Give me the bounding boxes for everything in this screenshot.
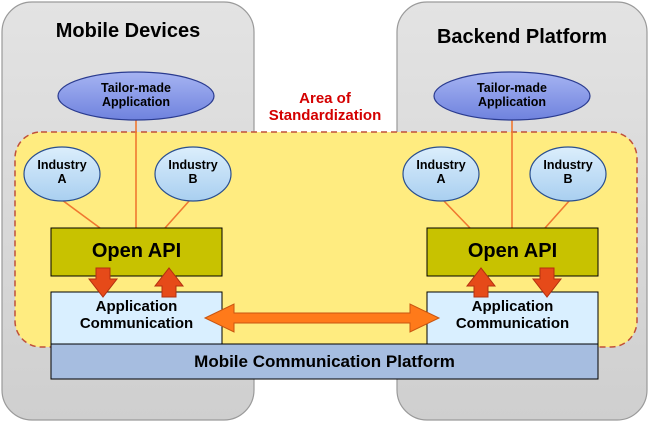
right-tailor-made-label: Tailor-made Application	[434, 81, 590, 110]
left-tailor-made-line1: Tailor-made	[101, 81, 171, 95]
right-industry-b-connector	[544, 199, 571, 229]
left-industry-b-line1: Industry	[168, 158, 218, 172]
right-open-api-box	[426, 227, 599, 277]
left-app-comm-label: Application Communication	[51, 298, 222, 333]
right-app-comm-label: Application Communication	[427, 298, 598, 333]
right-industry-b-line2: B	[563, 172, 573, 187]
right-tailor-made-line1: Tailor-made	[477, 81, 547, 95]
right-industry-b-line1: Industry	[543, 158, 593, 172]
left-industry-a-line2: A	[57, 172, 67, 187]
right-industry-a-oval	[402, 146, 480, 202]
right-down-arrow	[531, 267, 563, 298]
right-open-api-label: Open API	[467, 240, 558, 262]
left-tailor-made-label: Tailor-made Application	[58, 81, 214, 110]
right-industry-a-line2: A	[436, 172, 446, 187]
left-industry-b-connector	[164, 199, 191, 229]
right-tailor-made-oval	[433, 71, 591, 121]
right-up-arrow	[465, 267, 497, 298]
left-app-comm-line1: Application	[95, 298, 178, 315]
platform-bar	[50, 343, 599, 380]
left-industry-b-label: Industry B	[155, 158, 231, 187]
right-app-comm-line1: Application	[471, 298, 554, 315]
connector-lines	[61, 120, 571, 229]
right-industry-b-label: Industry B	[530, 158, 606, 187]
left-up-arrow	[153, 267, 185, 298]
left-industry-b-oval	[154, 146, 232, 202]
mobile-devices-title: Mobile Devices	[55, 20, 201, 42]
left-app-comm-box	[50, 291, 223, 347]
left-tailor-made-line2: Application	[101, 95, 171, 110]
right-industry-a-connector	[442, 199, 471, 229]
left-industry-a-connector	[61, 199, 101, 229]
left-industry-a-line1: Industry	[37, 158, 87, 172]
standardization-label-line1: Area of	[299, 90, 351, 107]
left-open-api-box	[50, 227, 223, 277]
left-open-api-label: Open API	[91, 240, 182, 262]
right-industry-a-line1: Industry	[416, 158, 466, 172]
right-industry-a-label: Industry A	[403, 158, 479, 187]
left-app-comm-line2: Communication	[79, 315, 194, 333]
backend-platform-title: Backend Platform	[436, 26, 608, 48]
platform-label: Mobile Communication Platform	[194, 352, 455, 371]
left-tailor-made-oval	[57, 71, 215, 121]
left-industry-a-oval	[23, 146, 101, 202]
left-industry-b-line2: B	[188, 172, 198, 187]
right-industry-b-oval	[529, 146, 607, 202]
right-app-comm-line2: Communication	[455, 315, 570, 333]
bidirectional-arrow	[203, 303, 441, 333]
left-industry-a-label: Industry A	[24, 158, 100, 187]
standardization-label: Area of Standardization	[235, 90, 415, 125]
right-app-comm-box	[426, 291, 599, 347]
right-tailor-made-line2: Application	[477, 95, 547, 110]
standardization-label-line2: Standardization	[268, 107, 382, 125]
left-down-arrow	[87, 267, 119, 298]
